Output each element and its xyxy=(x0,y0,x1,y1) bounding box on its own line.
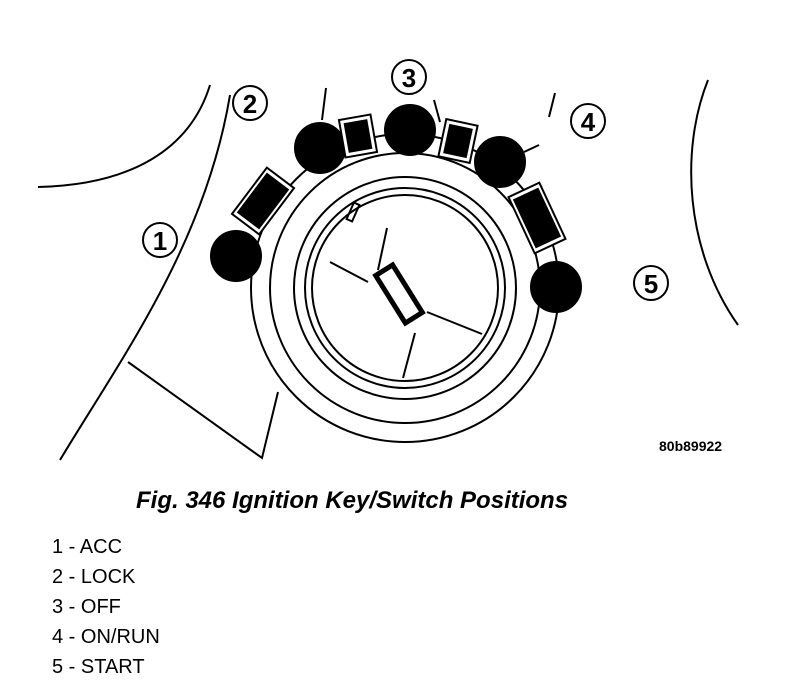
legend-item-start: 5 - START xyxy=(52,656,145,678)
position-window-2-fill xyxy=(343,119,373,153)
rotation-marker xyxy=(345,201,361,223)
legend-item-lock: 2 - LOCK xyxy=(52,566,136,588)
legend-item-off: 3 - OFF xyxy=(52,596,121,618)
position-lamp-run xyxy=(474,136,526,188)
leader-line-4b xyxy=(548,92,556,118)
callout-circle-2 xyxy=(232,85,268,121)
callout-number-1: 1 xyxy=(153,226,167,256)
position-lamp-start xyxy=(530,261,582,313)
dash-outline-upper-left xyxy=(37,84,211,188)
callout-circle-3 xyxy=(391,59,427,95)
key-slot xyxy=(372,261,426,327)
position-window-1-fill xyxy=(236,172,290,230)
lock-cylinder-outer xyxy=(304,187,506,389)
callout-circle-1 xyxy=(142,222,178,258)
ignition-switch-diagram: 1 2 3 4 5 xyxy=(37,59,739,461)
callout-number-2: 2 xyxy=(243,89,257,119)
leader-line-4a xyxy=(433,99,441,123)
position-lamp-acc xyxy=(210,230,262,282)
legend-item-on-run: 4 - ON/RUN xyxy=(52,626,160,648)
position-lamp-lock xyxy=(294,122,346,174)
lock-cylinder-inner xyxy=(311,194,499,382)
leader-line-3 xyxy=(321,87,327,121)
position-window-3-fill xyxy=(443,123,473,159)
callout-number-5: 5 xyxy=(644,269,658,299)
figure-code: 80b89922 xyxy=(659,438,723,454)
position-lamp-off xyxy=(384,104,436,156)
callout-number-4: 4 xyxy=(581,107,596,137)
position-window-4-fill xyxy=(512,187,562,249)
legend-list: 1 - ACC 2 - LOCK 3 - OFF 4 - ON/RUN 5 - … xyxy=(52,532,160,682)
legend-item-acc: 1 - ACC xyxy=(52,536,123,558)
callout-number-3: 3 xyxy=(402,63,416,93)
inner-bezel-ring xyxy=(293,176,517,400)
dash-outline-left xyxy=(59,94,231,461)
leader-line-4c xyxy=(523,144,540,153)
dash-outline-right xyxy=(690,79,739,326)
callout-circle-4 xyxy=(570,103,606,139)
figure-caption: Fig. 346 Ignition Key/Switch Positions xyxy=(136,487,569,514)
callout-circle-5 xyxy=(633,265,669,301)
column-bracket xyxy=(127,361,279,460)
